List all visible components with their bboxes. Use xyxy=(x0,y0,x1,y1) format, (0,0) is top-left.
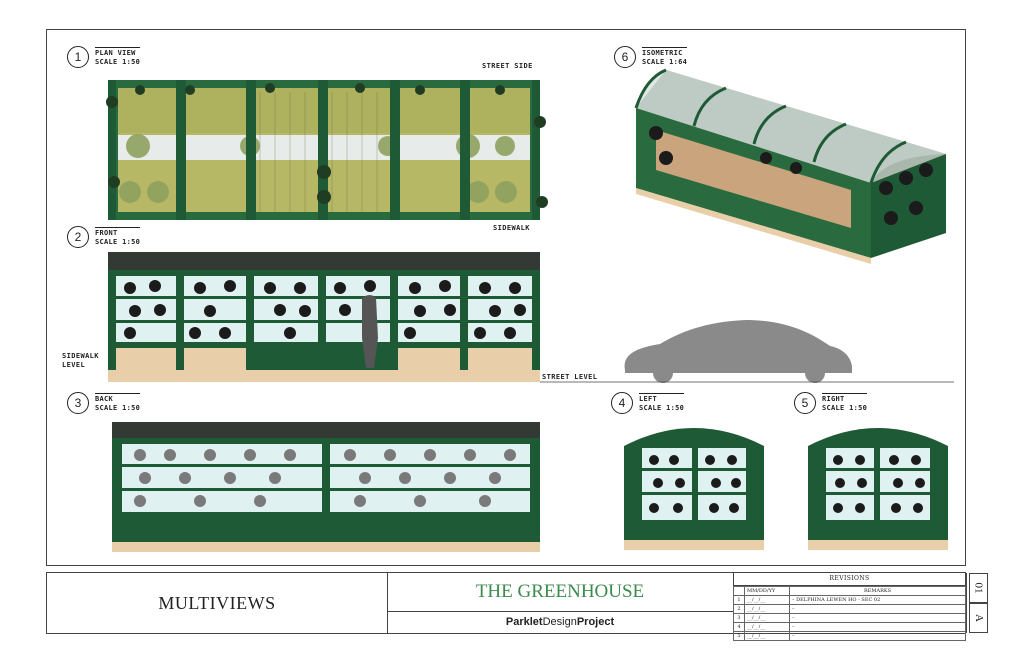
street-side-tag: STREET SIDE xyxy=(482,62,533,70)
row-date: __/__/__ xyxy=(744,604,790,614)
plan-view-drawing xyxy=(106,80,548,220)
row-date: __/__/__ xyxy=(744,595,790,605)
view-scale: SCALE 1:50 xyxy=(95,238,141,246)
view-title: RIGHT xyxy=(822,395,845,403)
sidewalk-level-tag: SIDEWALK xyxy=(62,352,99,360)
view-number: 2 xyxy=(67,226,89,248)
left-view-drawing xyxy=(624,428,764,550)
view-title: FRONT xyxy=(95,229,118,237)
sidewalk-tag: SIDEWALK xyxy=(493,224,530,232)
view-title: LEFT xyxy=(639,395,658,403)
project-title: THE GREENHOUSE xyxy=(387,573,733,612)
street-level-tag: STREET LEVEL xyxy=(542,373,598,381)
car-silhouette xyxy=(540,320,954,383)
project-sub-bold: Parklet xyxy=(505,616,543,628)
remarks-header: REMARKS xyxy=(789,586,966,596)
front-view-drawing xyxy=(108,252,540,382)
sheet-number: 01 xyxy=(969,573,988,603)
revisions-title: REVISIONS xyxy=(733,573,966,586)
table-row: 2__/__/__– xyxy=(733,604,966,614)
row-number: 2 xyxy=(733,604,745,614)
view-scale: SCALE 1:50 xyxy=(95,404,141,412)
table-row: 4__/__/__– xyxy=(733,622,966,632)
view-title: BACK xyxy=(95,395,114,403)
row-remark: – xyxy=(789,631,966,641)
view-scale: SCALE 1:64 xyxy=(642,58,688,66)
sheet-number-text: 01 xyxy=(972,582,985,594)
view-title: PLAN VIEW xyxy=(95,49,136,57)
sheet-letter: A xyxy=(969,603,988,633)
isometric-view-drawing xyxy=(634,68,946,264)
row-date: __/__/__ xyxy=(744,631,790,641)
row-remark: – DELPHINA LEWEN HO - SEC 02 xyxy=(789,595,966,605)
row-remark: – xyxy=(789,613,966,623)
view-number: 1 xyxy=(67,46,89,68)
row-number: 1 xyxy=(733,595,745,605)
view-scale: SCALE 1:50 xyxy=(639,404,685,412)
right-view-drawing xyxy=(808,428,948,550)
project-sub-regular: Design xyxy=(542,616,577,628)
row-remark: – xyxy=(789,622,966,632)
view-number: 4 xyxy=(611,392,633,414)
row-date: __/__/__ xyxy=(744,613,790,623)
view-number: 5 xyxy=(794,392,816,414)
view-number: 6 xyxy=(614,46,636,68)
row-number: 3 xyxy=(733,613,745,623)
drawing-frame xyxy=(46,29,966,566)
view-scale: SCALE 1:50 xyxy=(822,404,868,412)
sheet-letter-text: A xyxy=(972,614,985,622)
back-view-drawing xyxy=(112,422,540,552)
project-sub-bold2: Project xyxy=(576,616,615,628)
row-date: __/__/__ xyxy=(744,622,790,632)
table-row: 3__/__/__– xyxy=(733,613,966,623)
view-number: 3 xyxy=(67,392,89,414)
sheet-name: MULTIVIEWS xyxy=(47,573,388,633)
table-row: 5__/__/__– xyxy=(733,631,966,641)
table-row: 1__/__/__– DELPHINA LEWEN HO - SEC 02 xyxy=(733,595,966,605)
sidewalk-level-tag-line2: LEVEL xyxy=(62,361,86,369)
view-scale: SCALE 1:50 xyxy=(95,58,141,66)
row-remark: – xyxy=(789,604,966,614)
date-header: MM/DD/YY xyxy=(744,586,790,596)
view-title: ISOMETRIC xyxy=(642,49,683,57)
row-number: 5 xyxy=(733,631,745,641)
row-number: 4 xyxy=(733,622,745,632)
